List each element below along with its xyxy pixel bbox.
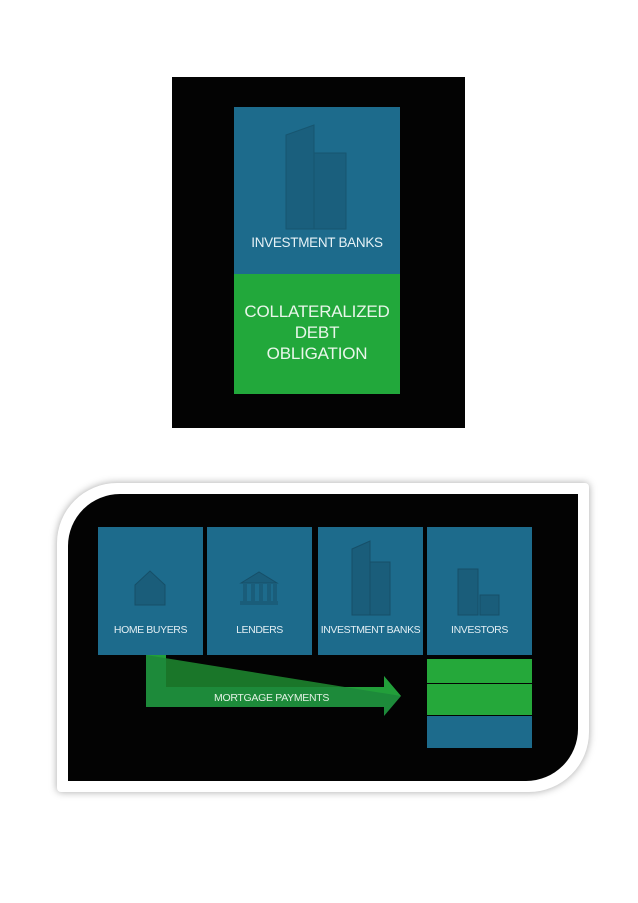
investment-banks-block: INVESTMENT BANKS [234, 107, 400, 274]
lenders-label: LENDERS [236, 624, 283, 636]
mortgage-payments-arrow [146, 655, 401, 716]
buildings-icon [351, 540, 391, 616]
mortgage-flow-slide: MORTGAGE PAYMENTS HOME BUYERS LENDERS [68, 494, 578, 781]
investment-banks-label: INVESTMENT BANKS [320, 624, 421, 636]
slide-investment-banks-cdo: INVESTMENT BANKS COLLATERALIZED DEBT OBL… [172, 77, 465, 428]
investors-label: INVESTORS [451, 624, 508, 636]
home-buyers-label: HOME BUYERS [113, 624, 188, 636]
investor-blocks-icon [457, 568, 500, 616]
mortgage-payments-label: MORTGAGE PAYMENTS [214, 692, 330, 704]
buildings-icon [285, 124, 347, 230]
tranche-bottom [427, 716, 532, 748]
investment-banks-box: INVESTMENT BANKS [318, 527, 423, 655]
cdo-line-2: DEBT [294, 322, 340, 342]
cdo-line-1: COLLATERALIZED [244, 301, 390, 321]
lenders-box: LENDERS [207, 527, 312, 655]
house-icon [134, 570, 166, 606]
cdo-block: COLLATERALIZED DEBT OBLIGATION [234, 274, 400, 394]
mortgage-flow-frame: MORTGAGE PAYMENTS HOME BUYERS LENDERS [57, 483, 589, 792]
investors-box: INVESTORS [427, 527, 532, 655]
investment-banks-label: INVESTMENT BANKS [251, 235, 383, 250]
home-buyers-box: HOME BUYERS [98, 527, 203, 655]
bank-icon [239, 571, 279, 605]
cdo-line-3: OBLIGATION [266, 343, 368, 363]
tranche-middle [427, 684, 532, 715]
tranche-top [427, 659, 532, 683]
